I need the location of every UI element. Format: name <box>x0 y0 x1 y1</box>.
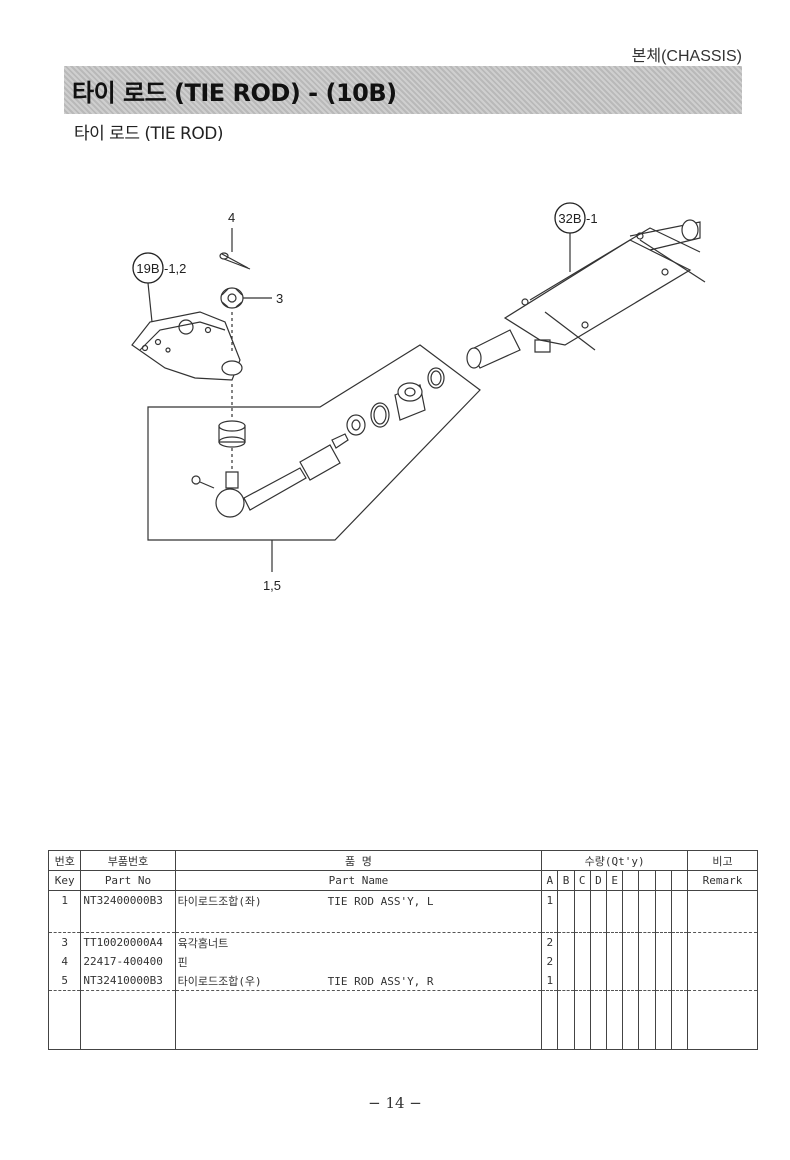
header-partname-en: Part Name <box>174 870 543 891</box>
qty-col-c: C <box>573 870 591 891</box>
header-partname-kr: 품 명 <box>174 850 543 871</box>
row-part-name: 핀 <box>174 952 543 971</box>
page-title: 타이 로드 (TIE ROD) - (10B) <box>72 79 397 107</box>
dust-boot-part <box>218 420 246 448</box>
row-key: 1 <box>47 890 82 910</box>
header-remark-en: Remark <box>687 870 758 891</box>
callout-19b: 19B <box>136 261 159 276</box>
qty-col-6 <box>622 870 640 891</box>
row-qty-a: 2 <box>541 952 559 971</box>
qty-col-b: B <box>557 870 575 891</box>
table-row-empty <box>47 990 758 1050</box>
qty-col-9 <box>670 870 689 891</box>
hose-clamp-part <box>427 367 445 389</box>
row-qty-a: 2 <box>541 932 559 952</box>
header-partno-kr: 부품번호 <box>80 850 176 871</box>
qty-col-7 <box>638 870 656 891</box>
table-row: 1 NT32400000B3 타이로드조합(좌) TIE ROD ASS'Y, L… <box>47 890 758 910</box>
row-part-name: 타이로드조합(좌) TIE ROD ASS'Y, L <box>174 890 543 910</box>
qty-col-a: A <box>541 870 559 891</box>
row-qty-a: 1 <box>541 971 559 991</box>
castle-nut-part <box>220 287 244 309</box>
page-number: − 14 − <box>368 1094 422 1112</box>
qty-col-8 <box>654 870 672 891</box>
row-qty-a: 1 <box>541 890 559 910</box>
callout-19b-suffix: -1,2 <box>164 261 186 276</box>
row-key: 5 <box>47 971 82 991</box>
row-part-name <box>174 910 543 933</box>
header-partno-en: Part No <box>80 870 176 891</box>
tie-rod-end-part <box>215 433 349 518</box>
callout-32b-suffix: -1 <box>586 211 598 226</box>
table-row: 4 22417-400400 핀 2 <box>47 952 758 971</box>
row-name-kr: 핀 <box>177 955 188 969</box>
title-banner: 타이 로드 (TIE ROD) - (10B) <box>64 66 742 114</box>
row-key: 3 <box>47 932 82 952</box>
header-qty: 수량(Qt'y) <box>541 850 689 871</box>
grease-nipple-part <box>191 475 201 485</box>
callout-key-3: 3 <box>276 291 283 306</box>
table-row: 3 TT10020000A4 육각홈너트 2 <box>47 932 758 952</box>
leader-19b <box>147 282 153 323</box>
row-name-en: TIE ROD ASS'Y, R <box>327 974 434 988</box>
row-part-no <box>80 910 176 933</box>
callout-key-4: 4 <box>228 210 235 225</box>
row-part-no: NT32400000B3 <box>80 890 176 910</box>
row-name-en: TIE ROD ASS'Y, L <box>327 894 434 908</box>
row-part-name: 육각홈너트 <box>174 932 543 952</box>
row-part-no: TT10020000A4 <box>80 932 176 952</box>
snap-ring-part <box>370 402 390 428</box>
row-key <box>47 910 82 933</box>
row-part-no: 22417-400400 <box>80 952 176 971</box>
header-key-en: Key <box>47 870 82 891</box>
callout-key-15: 1,5 <box>263 578 281 593</box>
knuckle-arm-part <box>131 311 243 381</box>
qty-col-d: D <box>589 870 608 891</box>
lock-nut-part <box>346 414 366 436</box>
header-key-kr: 번호 <box>47 850 82 871</box>
callout-circle-32b <box>554 202 586 234</box>
section-label: 본체(CHASSIS) <box>631 48 742 65</box>
row-part-no: NT32410000B3 <box>80 971 176 991</box>
row-name-kr: 육각홈너트 <box>177 936 229 950</box>
callout-circle-19b <box>132 252 164 284</box>
row-name-kr: 타이로드조합(좌) <box>177 894 262 908</box>
steering-cylinder-part <box>466 219 706 369</box>
qty-col-e: E <box>606 870 624 891</box>
assembly-outline <box>147 344 481 541</box>
bushing-part <box>394 382 426 421</box>
row-qty-a <box>541 910 559 933</box>
parts-table: 번호 부품번호 품 명 수량(Qt'y) 비고 Key Part No Part… <box>47 850 758 1050</box>
page-subtitle: 타이 로드 (TIE ROD) <box>74 124 223 144</box>
exploded-parts-diagram: 19B -1,2 32B -1 4 3 1,5 <box>131 202 706 593</box>
table-row: 5 NT32410000B3 타이로드조합(우) TIE ROD ASS'Y, R… <box>47 971 758 991</box>
row-part-name: 타이로드조합(우) TIE ROD ASS'Y, R <box>174 971 543 991</box>
callout-32b: 32B <box>558 211 581 226</box>
cotter-pin-part <box>219 252 251 270</box>
row-key: 4 <box>47 952 82 971</box>
row-name-kr: 타이로드조합(우) <box>177 974 262 988</box>
table-row <box>47 910 758 933</box>
header-remark-kr: 비고 <box>687 850 758 871</box>
